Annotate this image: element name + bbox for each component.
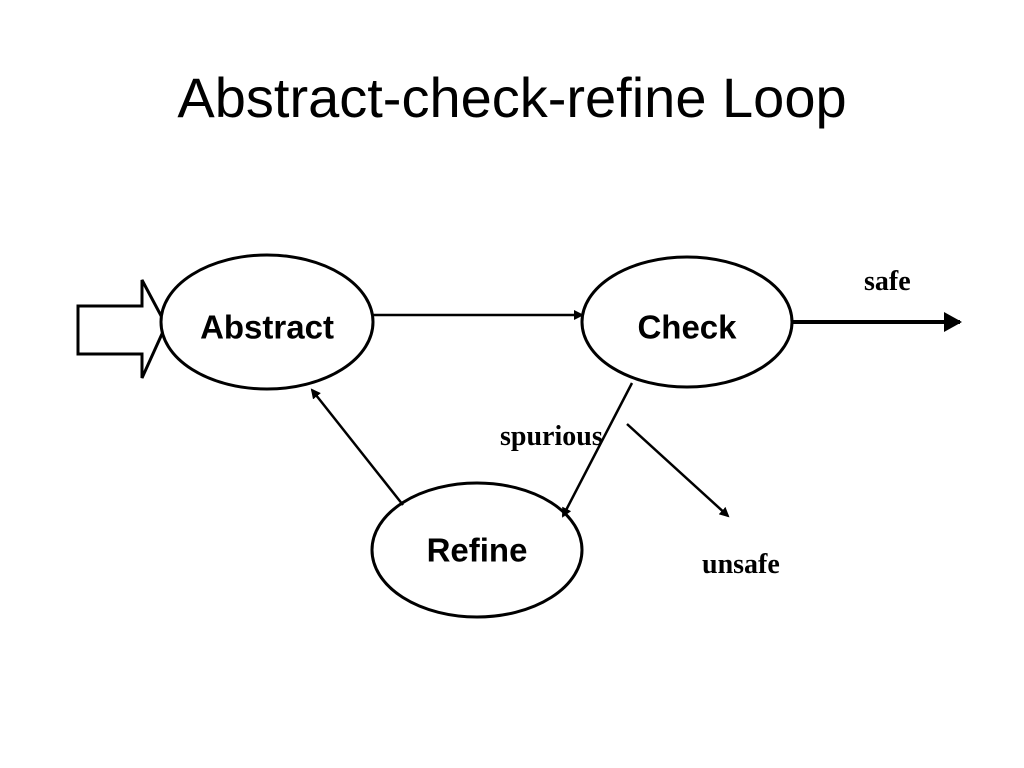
- node-refine: Refine: [370, 481, 584, 619]
- node-check: Check: [580, 255, 794, 389]
- node-abstract-label: Abstract: [200, 309, 334, 346]
- node-check-label: Check: [637, 309, 737, 346]
- node-abstract: Abstract: [159, 253, 375, 391]
- node-refine-label: Refine: [427, 532, 528, 569]
- slide-title: Abstract-check-refine Loop: [177, 66, 847, 129]
- edge-label-safe: safe: [864, 266, 911, 297]
- edge-label-unsafe: unsafe: [702, 549, 780, 580]
- edge-label-spurious: spurious: [500, 421, 603, 452]
- edge-check-to-refine: [561, 382, 634, 518]
- entry-arrow: [76, 279, 168, 379]
- edge-to-unsafe: [626, 423, 730, 518]
- edge-refine-to-abstract: [310, 388, 404, 506]
